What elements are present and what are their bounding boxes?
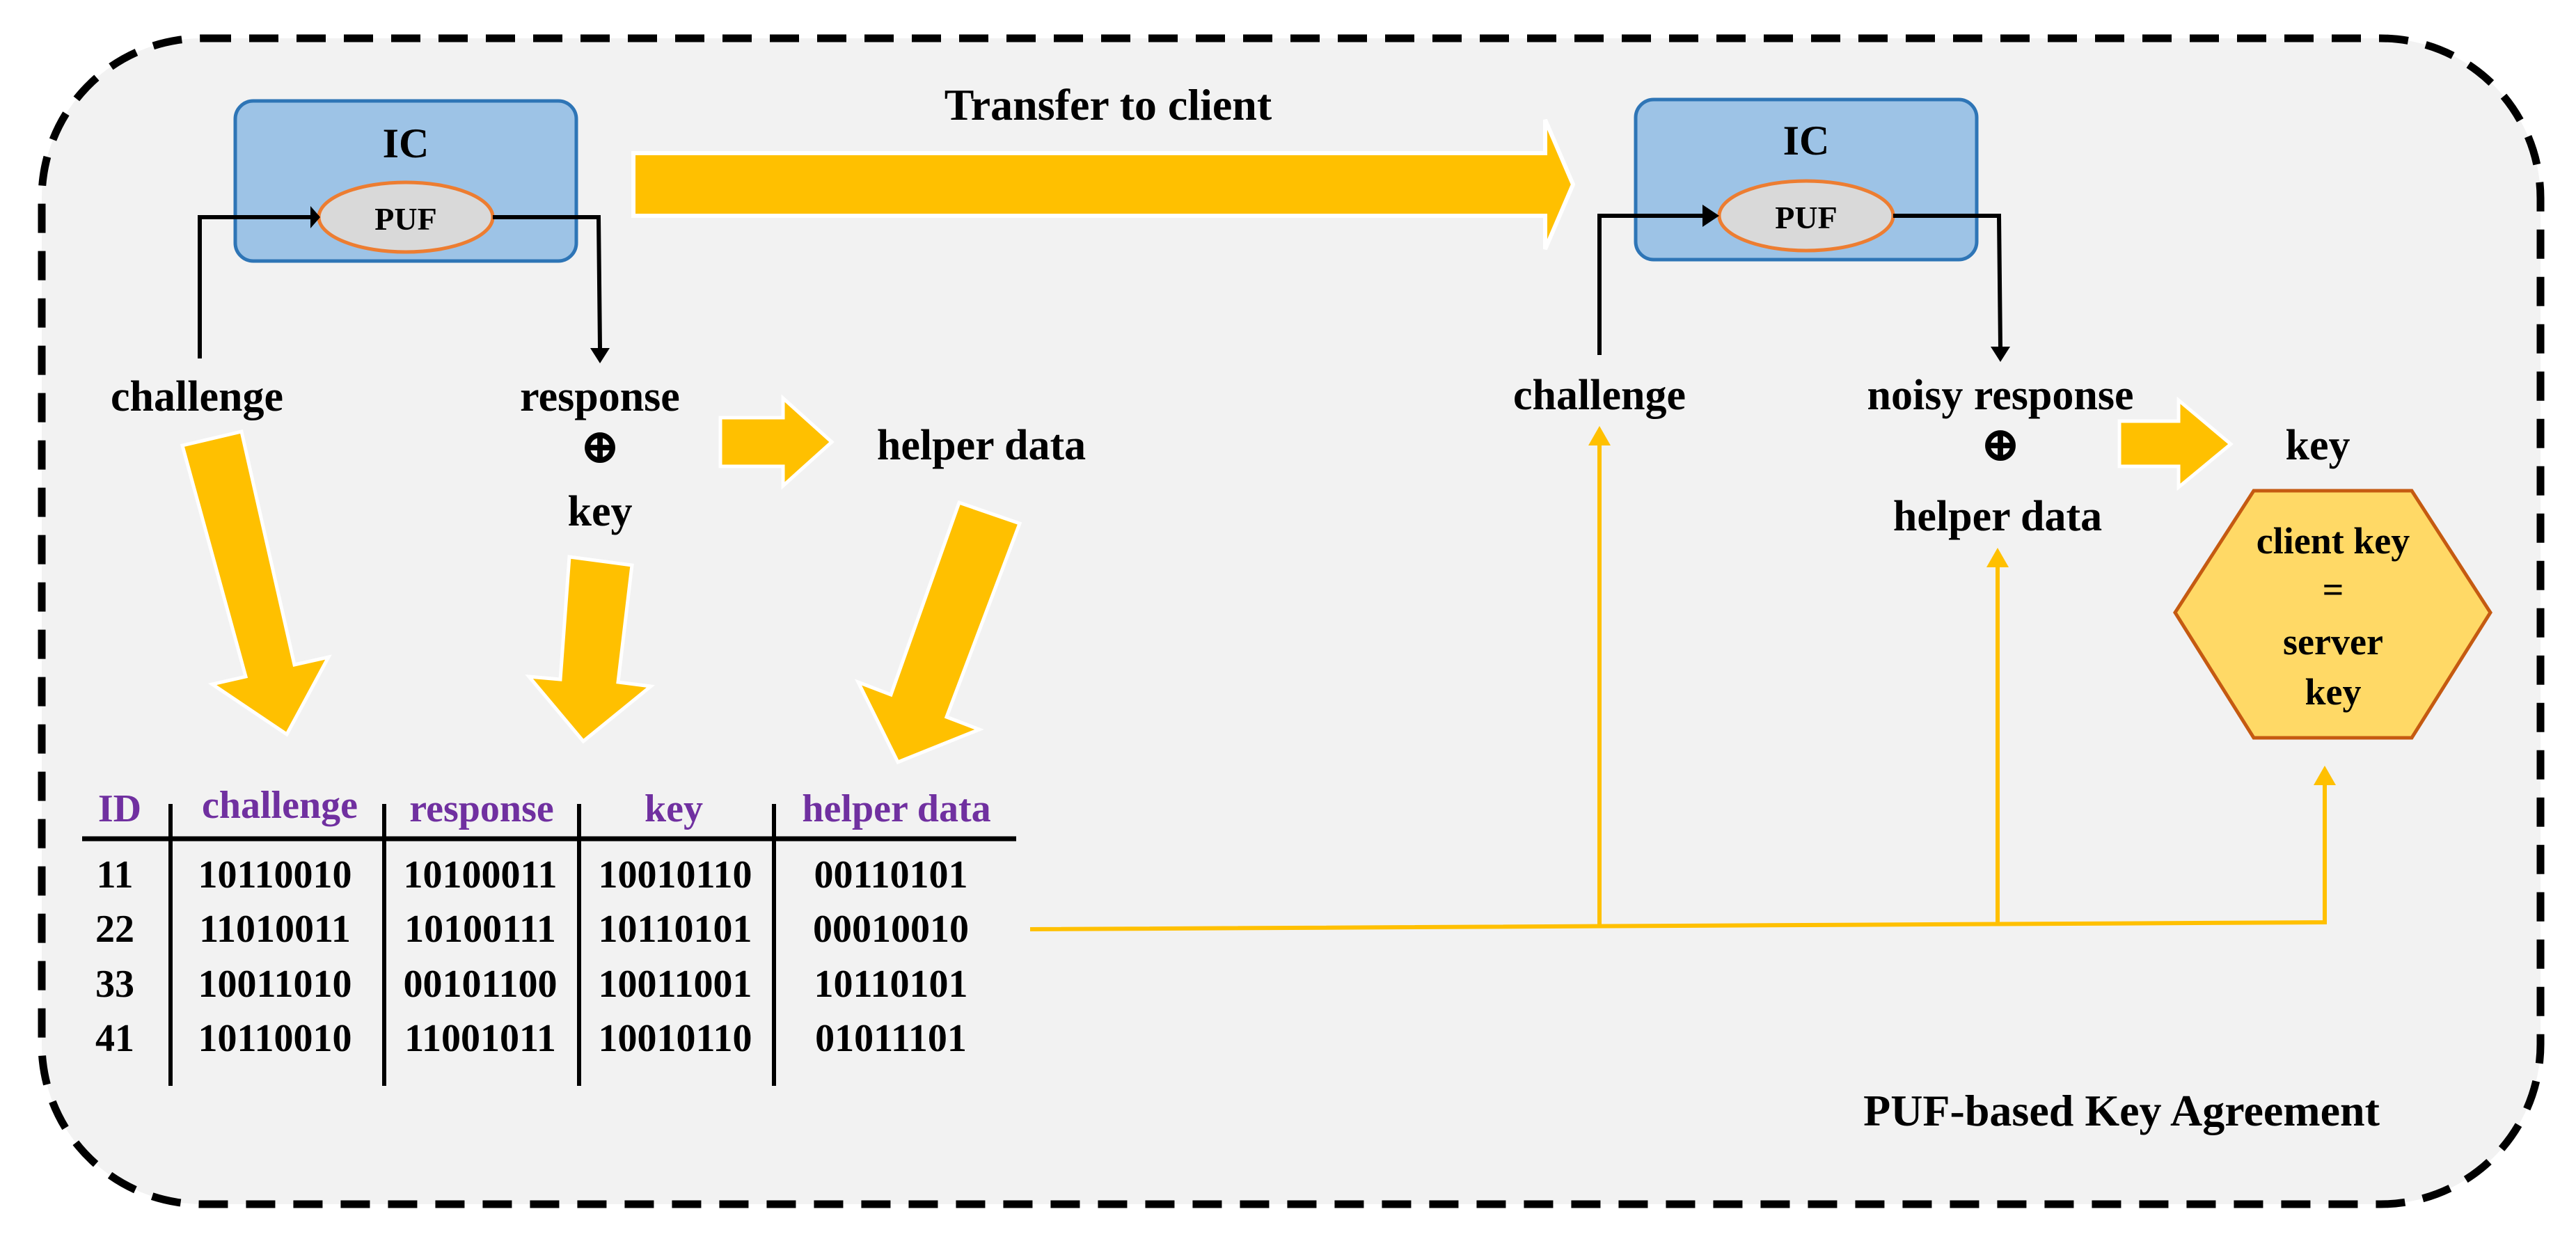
server-challenge-label: challenge (111, 373, 283, 420)
table-row: 41 10110010 11001011 10010110 01011101 (95, 1017, 967, 1060)
client-puf-label: PUF (1775, 200, 1837, 235)
crp-table: ID challenge response key helper data 11… (82, 784, 1016, 1086)
to-client-challenge-head (1588, 426, 1611, 445)
server-key-label: key (568, 488, 633, 535)
hexagon-line-3: server (2283, 621, 2383, 663)
client-noisy-response-label: noisy response (1867, 372, 2134, 419)
to-key-arrow (2117, 396, 2234, 491)
key-down-arrow (525, 555, 656, 744)
client-helper-label: helper data (1893, 493, 2102, 540)
client-xor-symbol: ⊕ (1980, 418, 2021, 472)
server-puf-label: PUF (374, 201, 436, 237)
to-client-helper-head (1986, 548, 2009, 567)
table-cell: 10011010 (198, 963, 352, 1006)
table-cell: 00101100 (404, 963, 558, 1006)
table-cell: 00110101 (814, 853, 968, 897)
server-helper-label: helper data (877, 422, 1086, 469)
transfer-arrow (631, 118, 1576, 251)
table-cell: 10110010 (198, 853, 352, 897)
table-cell: 10100011 (404, 853, 558, 897)
to-hexagon-head (2314, 766, 2336, 785)
table-cell: 10010110 (599, 1017, 752, 1060)
client-ic-label: IC (1783, 118, 1830, 164)
table-cell: 41 (95, 1017, 134, 1060)
server-challenge-line (198, 214, 319, 358)
transfer-label: Transfer to client (945, 80, 1272, 129)
table-row: 22 11010011 10100111 10110101 00010010 (95, 908, 969, 951)
table-cell: 01011101 (815, 1017, 967, 1060)
table-cell: 11 (97, 853, 134, 897)
table-cell: 33 (95, 963, 134, 1006)
table-cell: 11001011 (404, 1017, 556, 1060)
table-row: 33 10011010 00101100 10011001 10110101 (95, 963, 967, 1006)
table-cell: 10110101 (814, 963, 968, 1006)
hexagon-line-4: key (2305, 671, 2362, 713)
client-challenge-label: challenge (1513, 372, 1686, 419)
server-ic-label: IC (383, 120, 429, 166)
table-cell: 10100111 (404, 908, 556, 951)
hexagon-line-2: = (2323, 569, 2344, 610)
client-challenge-line (1597, 214, 1711, 355)
hexagon-line-1: client key (2257, 520, 2410, 562)
table-cell: 10010110 (599, 853, 752, 897)
challenge-down-arrow (180, 429, 332, 737)
table-row: 11 10110010 10100011 10010110 00110101 (97, 853, 968, 897)
helper-down-arrow (854, 500, 1022, 765)
table-header-key: key (645, 787, 703, 830)
table-cell: 10110010 (198, 1017, 352, 1060)
table-cell: 11010011 (199, 908, 351, 951)
to-helper-arrow (718, 394, 835, 490)
key-match-hexagon (2173, 489, 2492, 740)
client-response-line (1893, 214, 2002, 347)
table-header-response: response (409, 787, 553, 830)
table-header-helper: helper data (802, 787, 990, 830)
table-cell: 00010010 (813, 908, 969, 951)
table-cell: 22 (95, 908, 134, 951)
server-xor-symbol: ⊕ (580, 420, 621, 474)
table-to-client-line (1029, 780, 2327, 931)
diagram-panel (38, 34, 2545, 1208)
client-key-label: key (2286, 422, 2350, 469)
diagram-title: PUF-based Key Agreement (1863, 1086, 2380, 1135)
table-cell: 10011001 (599, 963, 752, 1006)
table-header-challenge: challenge (202, 784, 358, 827)
table-header-id: ID (98, 787, 141, 830)
server-response-label: response (520, 373, 680, 420)
table-cell: 10110101 (599, 908, 752, 951)
server-response-line (493, 215, 602, 349)
